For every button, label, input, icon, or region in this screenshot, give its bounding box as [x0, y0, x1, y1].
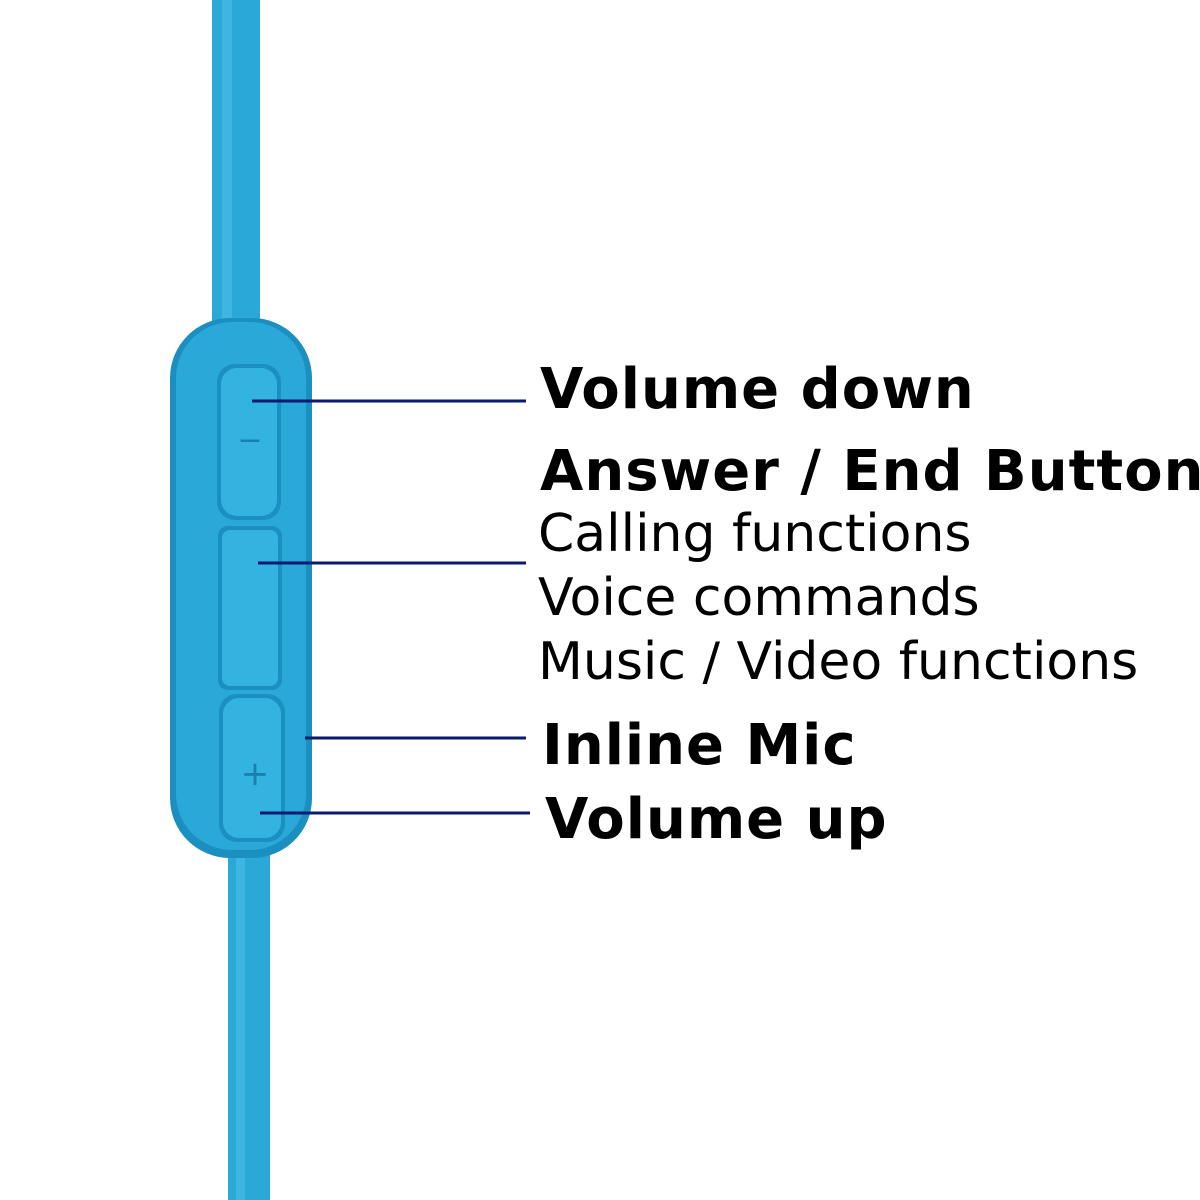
upper-cable-highlight — [222, 0, 232, 340]
plus-icon: + — [241, 754, 270, 794]
label-answer-end: Answer / End Button — [540, 439, 1200, 504]
label-inline-mic: Inline Mic — [542, 713, 857, 778]
upper-cable — [212, 0, 260, 340]
label-volume-down: Volume down — [540, 357, 975, 422]
volume-down-button-face — [221, 368, 277, 516]
volume-up-button-face — [223, 698, 281, 838]
minus-icon: − — [237, 423, 262, 458]
lower-cable-highlight — [236, 840, 245, 1200]
label-calling-functions: Calling functions — [538, 504, 972, 564]
lower-cable — [228, 840, 270, 1200]
label-music-video: Music / Video functions — [538, 632, 1139, 692]
label-volume-up: Volume up — [545, 787, 888, 852]
label-voice-commands: Voice commands — [538, 568, 980, 628]
answer-end-button-face — [222, 530, 278, 686]
